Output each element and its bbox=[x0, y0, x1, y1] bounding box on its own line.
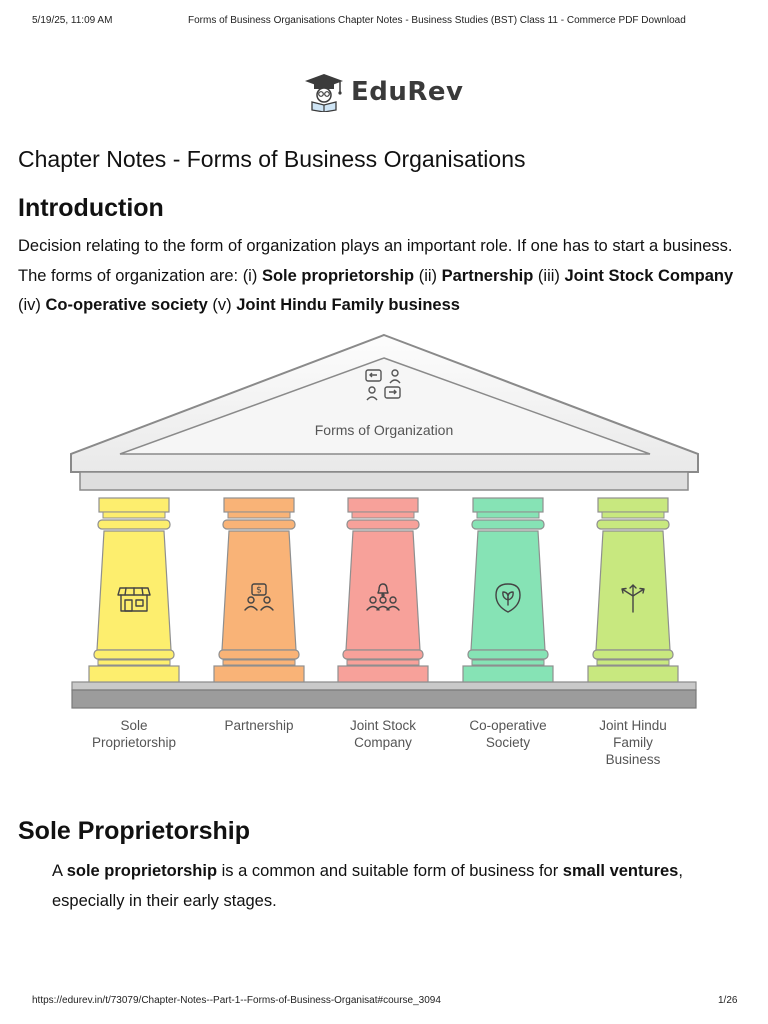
form-cooperative-society: Co-operative society bbox=[45, 296, 208, 314]
people-exchange-icon bbox=[365, 369, 401, 401]
intro-separator: (iv) bbox=[18, 296, 46, 314]
intro-separator: (ii) bbox=[414, 266, 442, 285]
temple-base-top bbox=[71, 681, 697, 691]
roof-inner-triangle bbox=[119, 357, 651, 455]
sole-proprietorship-paragraph: A sole proprietorship is a common and su… bbox=[52, 856, 732, 916]
forms-of-organization-diagram: $ Forms of Organization Sole Proprietors… bbox=[64, 332, 704, 772]
sole-text: is a common and suitable form of busines… bbox=[217, 862, 563, 880]
sole-text: , especially in their early stages. bbox=[52, 862, 683, 910]
introduction-heading: Introduction bbox=[18, 194, 164, 222]
edurev-logo[interactable]: EduRev bbox=[303, 72, 463, 112]
temple-base bbox=[71, 689, 697, 709]
intro-text: Decision relating to the form of organiz… bbox=[18, 237, 733, 285]
pillar-5 bbox=[587, 497, 679, 683]
print-timestamp: 5/19/25, 11:09 AM bbox=[32, 15, 113, 26]
pillar-label-partnership: Partnership bbox=[224, 718, 294, 733]
sole-bold-term: small ventures bbox=[562, 862, 679, 880]
introduction-paragraph: Decision relating to the form of organiz… bbox=[18, 232, 748, 321]
pillar-3 bbox=[337, 497, 429, 683]
print-page-title: Forms of Business Organisations Chapter … bbox=[188, 15, 686, 26]
svg-text:$: $ bbox=[256, 586, 262, 596]
pillar-2: $ bbox=[213, 497, 305, 683]
pillar-label-sole-proprietorship: Sole Proprietorship bbox=[91, 718, 177, 750]
sole-text: A bbox=[52, 862, 67, 880]
graduation-cap-reader-icon bbox=[305, 74, 343, 112]
pillar-label-joint-hindu-family-business: Joint Hindu Family Business bbox=[599, 718, 667, 767]
branching-arrows-icon bbox=[621, 584, 645, 613]
page-number: 1/26 bbox=[718, 995, 738, 1006]
pillar-1 bbox=[88, 497, 180, 683]
print-header: 5/19/25, 11:09 AM Forms of Business Orga… bbox=[0, 15, 768, 29]
pillar-4 bbox=[462, 497, 554, 683]
roof-cornice bbox=[79, 471, 689, 491]
shop-icon bbox=[117, 587, 151, 612]
group-bell-icon bbox=[366, 583, 400, 611]
partners-money-icon: $ bbox=[244, 583, 274, 611]
print-url: https://edurev.in/t/73079/Chapter-Notes-… bbox=[32, 995, 441, 1006]
form-partnership: Partnership bbox=[441, 266, 534, 285]
page-title: Chapter Notes - Forms of Business Organi… bbox=[18, 146, 526, 172]
form-joint-stock-company: Joint Stock Company bbox=[564, 266, 734, 285]
intro-separator: (iii) bbox=[533, 266, 565, 285]
pillar-label-cooperative-society: Co-operative Society bbox=[469, 718, 547, 750]
pillar-label-joint-stock-company: Joint Stock Company bbox=[349, 718, 417, 750]
form-sole-proprietorship: Sole proprietorship bbox=[261, 266, 415, 285]
leaf-shield-icon bbox=[495, 583, 521, 613]
logo-text: EduRev bbox=[351, 77, 464, 107]
sole-bold-term: sole proprietorship bbox=[66, 862, 218, 880]
temple-diagram-svg: $ bbox=[70, 333, 699, 709]
sole-proprietorship-heading: Sole Proprietorship bbox=[18, 817, 250, 845]
intro-separator: (v) bbox=[207, 296, 237, 314]
form-joint-hindu-family: Joint Hindu Family business bbox=[236, 296, 460, 314]
roof-label: Forms of Organization bbox=[314, 422, 454, 438]
